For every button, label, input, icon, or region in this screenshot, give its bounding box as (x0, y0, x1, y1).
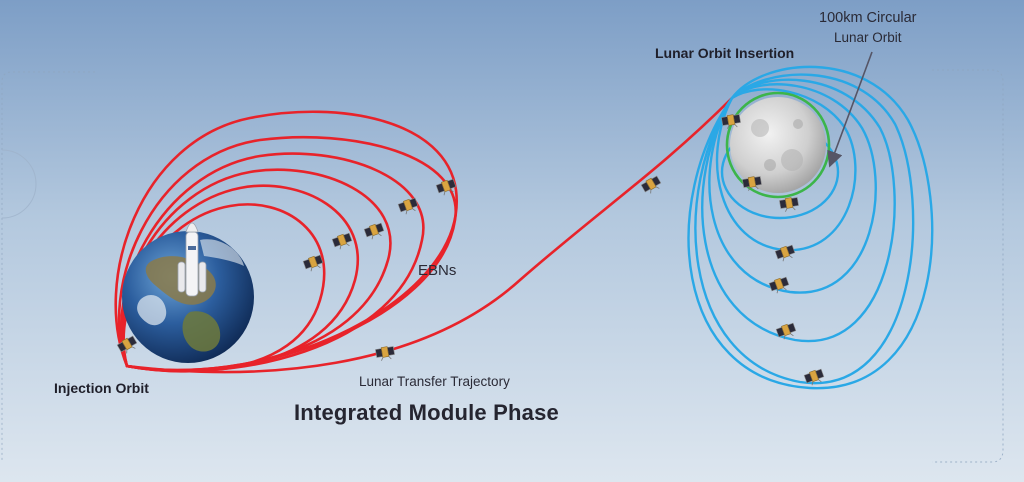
moon-icon (730, 97, 826, 193)
lunar-orbit-2 (715, 88, 857, 252)
lunar-transfer-trajectory (126, 97, 733, 374)
lunar-orbit-insertion-label: Lunar Orbit Insertion (655, 45, 795, 61)
spacecraft-icon (374, 345, 396, 362)
spacecraft-icon (397, 196, 420, 216)
spacecraft-icon (363, 221, 386, 241)
circular-orbit-pointer-arrow (827, 51, 873, 168)
injection-orbit-label: Injection Orbit (54, 380, 149, 396)
spacecraft-icon (331, 231, 354, 251)
spacecraft-icon (778, 196, 800, 213)
circular-lunar-orbit (725, 91, 831, 199)
earth-orbit-4 (119, 152, 425, 373)
diagram-title: Integrated Module Phase (294, 400, 559, 425)
circular-orbit-label-line2: Lunar Orbit (834, 30, 902, 45)
lunar-transfer-trajectory-label: Lunar Transfer Trajectory (359, 374, 510, 389)
ebns-label: EBNs (418, 262, 457, 279)
decorative-arc (1, 149, 37, 219)
lunar-orbit-3 (708, 83, 877, 294)
lunar-orbits (687, 65, 934, 390)
lunar-orbit-5 (694, 73, 915, 385)
decorative-frame-right (932, 69, 1004, 463)
rocket-icon (177, 222, 207, 297)
lunar-orbit-4 (701, 78, 896, 343)
spacecraft-icon (774, 243, 797, 263)
spacecraft-icon (435, 177, 458, 197)
earth-orbit-6 (114, 110, 458, 372)
lunar-orbit-6 (687, 65, 934, 390)
spacecraft-icon (302, 253, 325, 273)
circular-orbit-label-line1: 100km Circular (819, 10, 917, 26)
decorative-frame-left (1, 71, 95, 460)
